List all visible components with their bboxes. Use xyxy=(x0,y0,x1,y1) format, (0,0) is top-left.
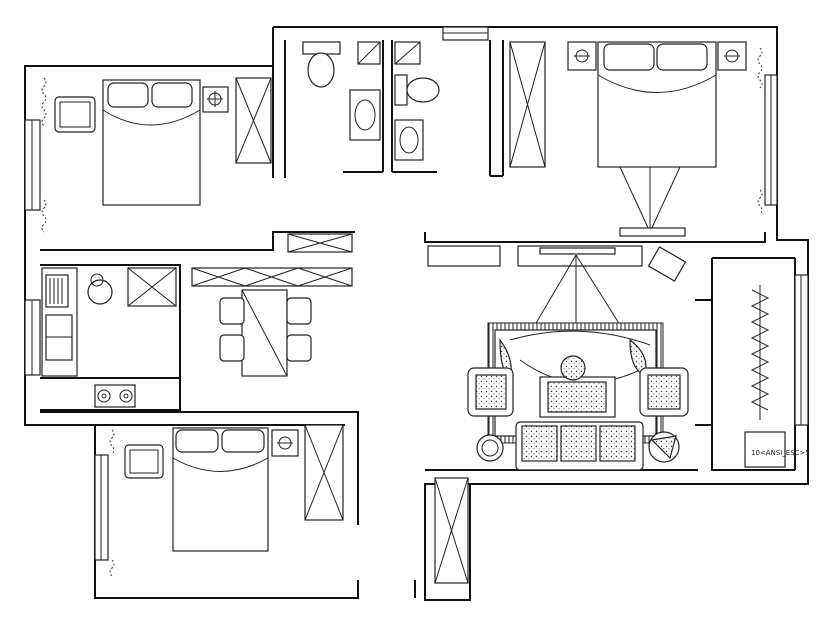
living-room xyxy=(427,245,689,471)
master-bedroom xyxy=(509,41,747,237)
balcony-cabinet xyxy=(434,477,469,584)
tv-cabinet xyxy=(427,245,501,267)
tv xyxy=(539,247,616,255)
pillow xyxy=(603,43,655,71)
chair xyxy=(219,297,245,325)
bathroom-left xyxy=(302,41,381,141)
tv-stand xyxy=(619,227,686,237)
chair xyxy=(219,334,245,362)
armchair xyxy=(54,96,96,133)
pillow xyxy=(151,82,193,108)
chair xyxy=(286,334,312,362)
pillow xyxy=(175,429,219,453)
radiator xyxy=(45,274,69,308)
toilet-tank xyxy=(302,41,341,55)
sofa-cushion xyxy=(560,425,597,462)
curtains xyxy=(41,47,763,577)
bathroom-right xyxy=(394,41,440,161)
stove xyxy=(94,384,136,408)
pillow xyxy=(656,43,708,71)
pillow xyxy=(107,82,149,108)
sofa-cushion xyxy=(599,425,636,462)
walk-in-closet: 10<ANSI_ESC>5 xyxy=(744,285,810,468)
toilet-bowl xyxy=(406,77,440,103)
armchair xyxy=(124,444,164,479)
armchair-corner xyxy=(647,246,687,282)
washing-machine xyxy=(744,431,786,468)
appliance-label: 10<ANSI_ESC>5 xyxy=(751,449,810,457)
chef-figure xyxy=(87,279,113,305)
bedroom-1 xyxy=(54,77,272,206)
dining-area xyxy=(191,267,353,377)
sink-counter xyxy=(394,119,424,161)
kitchen xyxy=(41,267,177,408)
sofa-cushion xyxy=(521,425,558,462)
pillow xyxy=(221,429,265,453)
floor-lamp xyxy=(476,434,504,462)
toilet-bowl xyxy=(307,52,335,88)
bedroom-3 xyxy=(124,424,344,552)
storage-unit xyxy=(287,233,353,253)
chair xyxy=(286,297,312,325)
windows xyxy=(24,26,809,561)
toilet-tank xyxy=(394,74,408,106)
